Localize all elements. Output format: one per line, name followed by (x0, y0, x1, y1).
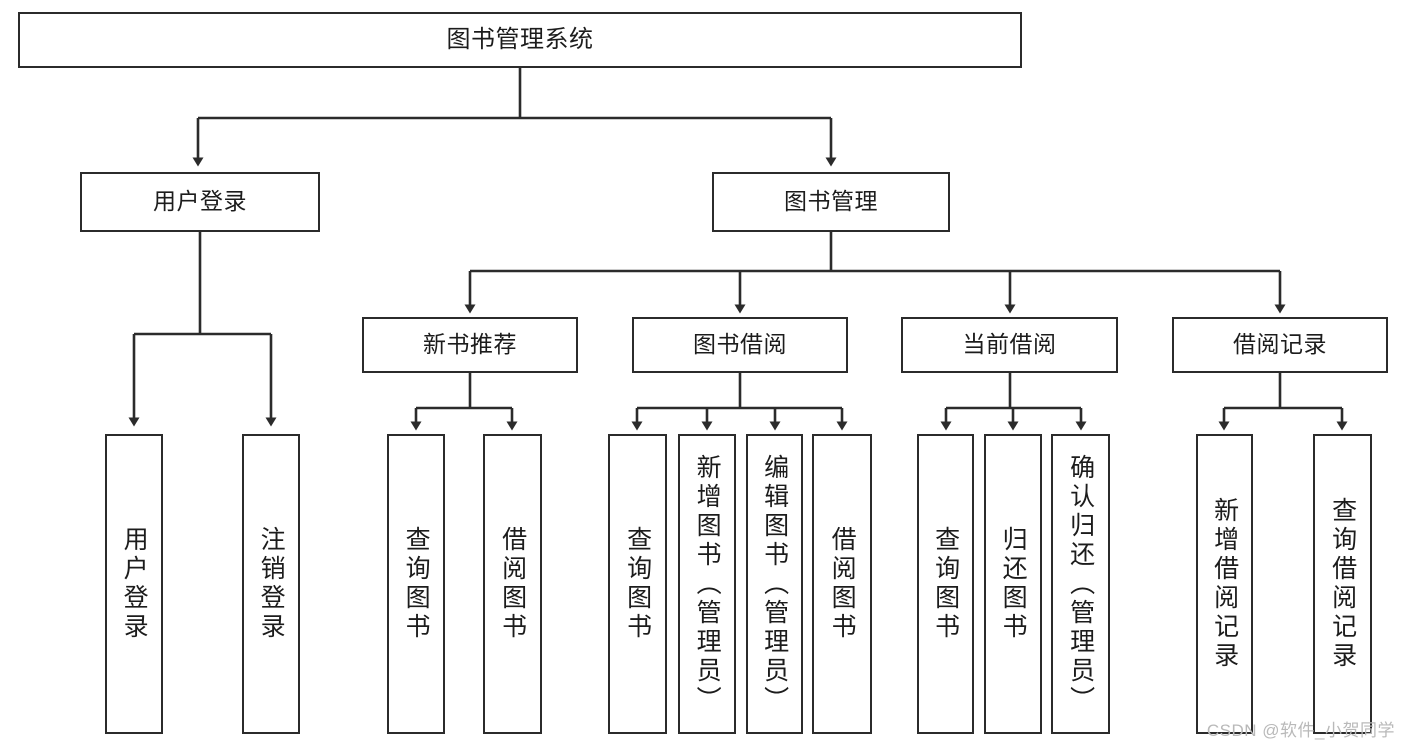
leaf-borrow-record-add-label: 新增借阅记录 (1210, 497, 1239, 671)
node-book-management-label: 图书管理 (784, 188, 878, 215)
leaf-book-borrow-edit-label: 编辑图书（管理员） (760, 453, 789, 715)
node-new-book-recommend[interactable]: 新书推荐 (362, 317, 578, 373)
node-root-system[interactable]: 图书管理系统 (18, 12, 1022, 68)
leaf-user-login-signin[interactable]: 用户登录 (105, 434, 163, 734)
node-book-borrow[interactable]: 图书借阅 (632, 317, 848, 373)
leaf-current-borrow-query-label: 查询图书 (931, 526, 960, 642)
leaf-borrow-record-query[interactable]: 查询借阅记录 (1313, 434, 1372, 734)
node-borrow-record[interactable]: 借阅记录 (1172, 317, 1388, 373)
leaf-borrow-record-query-label: 查询借阅记录 (1328, 497, 1357, 671)
watermark-text: CSDN @软件_小贺同学 (1206, 721, 1395, 740)
node-book-borrow-label: 图书借阅 (693, 331, 787, 358)
leaf-new-book-query-label: 查询图书 (402, 526, 431, 642)
leaf-current-borrow-confirm-return[interactable]: 确认归还（管理员） (1051, 434, 1110, 734)
leaf-new-book-borrow-label: 借阅图书 (498, 526, 527, 642)
node-book-management[interactable]: 图书管理 (712, 172, 950, 232)
leaf-user-login-signout[interactable]: 注销登录 (242, 434, 300, 734)
node-user-login-label: 用户登录 (153, 188, 247, 215)
node-borrow-record-label: 借阅记录 (1233, 331, 1327, 358)
leaf-book-borrow-lend[interactable]: 借阅图书 (812, 434, 872, 734)
leaf-book-borrow-query-label: 查询图书 (623, 526, 652, 642)
leaf-book-borrow-lend-label: 借阅图书 (828, 526, 857, 642)
leaf-user-login-signin-label: 用户登录 (120, 526, 149, 642)
node-new-book-recommend-label: 新书推荐 (423, 331, 517, 358)
leaf-borrow-record-add[interactable]: 新增借阅记录 (1196, 434, 1253, 734)
leaf-user-login-signout-label: 注销登录 (257, 526, 286, 642)
leaf-new-book-borrow[interactable]: 借阅图书 (483, 434, 542, 734)
leaf-current-borrow-return[interactable]: 归还图书 (984, 434, 1042, 734)
leaf-current-borrow-query[interactable]: 查询图书 (917, 434, 974, 734)
node-current-borrow-label: 当前借阅 (962, 331, 1057, 358)
leaf-new-book-query[interactable]: 查询图书 (387, 434, 445, 734)
leaf-current-borrow-return-label: 归还图书 (999, 526, 1028, 642)
leaf-book-borrow-query[interactable]: 查询图书 (608, 434, 667, 734)
leaf-current-borrow-confirm-return-label: 确认归还（管理员） (1066, 453, 1095, 715)
leaf-book-borrow-add[interactable]: 新增图书（管理员） (678, 434, 736, 734)
node-user-login[interactable]: 用户登录 (80, 172, 320, 232)
leaf-book-borrow-add-label: 新增图书（管理员） (693, 453, 722, 715)
leaf-book-borrow-edit[interactable]: 编辑图书（管理员） (746, 434, 803, 734)
node-root-label: 图书管理系统 (446, 25, 594, 53)
node-current-borrow[interactable]: 当前借阅 (901, 317, 1118, 373)
